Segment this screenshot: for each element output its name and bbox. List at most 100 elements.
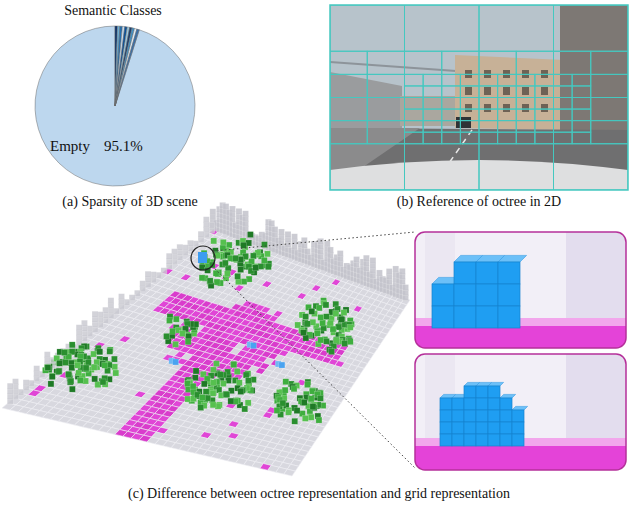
vegetation-voxel — [314, 330, 320, 336]
octree-cell — [554, 86, 573, 98]
octree-cell — [460, 74, 479, 86]
octree-cell — [498, 98, 517, 110]
octree-cell — [572, 74, 591, 86]
vegetation-voxel — [327, 320, 333, 326]
octree-cell — [460, 109, 479, 121]
window — [503, 104, 510, 112]
octree-cell — [479, 74, 498, 86]
octree-cell — [460, 98, 479, 110]
vegetation-voxel — [236, 380, 242, 386]
empty-voxel — [284, 469, 295, 476]
octree-cell — [572, 98, 591, 110]
vegetation-voxel — [265, 264, 271, 270]
vegetation-voxel — [231, 361, 237, 367]
vegetation-voxel — [333, 337, 339, 343]
vegetation-voxel — [170, 328, 176, 334]
vegetation-voxel — [173, 341, 179, 347]
vegetation-voxel — [291, 386, 297, 392]
building-voxel — [327, 247, 333, 253]
vegetation-voxel — [338, 316, 344, 322]
building-voxel — [269, 220, 275, 226]
octree-cell — [516, 98, 535, 110]
building-voxel — [285, 231, 291, 237]
building-voxel — [292, 234, 298, 240]
octree-cell — [330, 74, 367, 97]
octree-cell — [516, 132, 535, 144]
octree-cell — [554, 109, 573, 121]
octree-cell — [405, 86, 424, 98]
building-voxel — [337, 251, 343, 257]
vegetation-voxel — [217, 372, 223, 378]
octree-cell — [460, 86, 479, 98]
octree-cell — [554, 51, 591, 74]
octree-cell — [367, 74, 404, 97]
vegetation-voxel — [347, 324, 353, 330]
vegetation-voxel — [261, 257, 267, 263]
building-voxel — [119, 294, 125, 300]
octree-cell — [498, 132, 517, 144]
vegetation-voxel — [341, 310, 347, 316]
building-voxel — [198, 231, 204, 237]
octree-cell — [330, 51, 367, 74]
vegetation-voxel — [245, 378, 251, 384]
vegetation-voxel — [235, 273, 241, 279]
building-voxel — [399, 268, 405, 274]
vegetation-voxel — [323, 338, 329, 344]
vegetation-voxel — [207, 278, 213, 284]
vegetation-voxel — [243, 372, 249, 378]
vegetation-voxel — [261, 242, 267, 248]
octree-cell — [423, 74, 442, 86]
vegetation-voxel — [250, 253, 256, 259]
octree-cell — [423, 132, 442, 144]
building-voxel — [108, 298, 114, 304]
octree-cell — [423, 86, 442, 98]
octree-cell — [479, 51, 516, 74]
octree-cell — [535, 109, 554, 121]
octree-cell — [479, 121, 498, 133]
octree-cell — [442, 98, 461, 110]
vegetation-voxel — [317, 395, 323, 401]
octree-cell — [479, 109, 498, 121]
vegetation-voxel — [304, 382, 310, 388]
octree-cell — [591, 121, 628, 144]
vegetation-voxel — [185, 339, 191, 345]
octree-cell — [554, 121, 573, 133]
pie-chart — [35, 26, 195, 186]
vegetation-voxel — [318, 314, 324, 320]
car — [456, 117, 471, 128]
octree-cell — [572, 121, 591, 133]
octree-cell — [405, 132, 424, 144]
vegetation-voxel — [238, 267, 244, 273]
vegetation-voxel — [333, 311, 339, 317]
vegetation-voxel — [329, 349, 335, 355]
vegetation-voxel — [253, 265, 259, 271]
building-voxel — [140, 281, 146, 287]
vegetation-voxel — [323, 314, 329, 320]
vegetation-voxel — [295, 322, 301, 328]
octree-cell — [423, 109, 442, 121]
octree-cell — [498, 74, 517, 86]
octree-cell — [405, 109, 424, 121]
vegetation-voxel — [282, 387, 288, 393]
vegetation-voxel — [234, 369, 240, 375]
octree-cell — [405, 51, 442, 74]
building-voxel — [370, 258, 376, 264]
building-voxel — [166, 253, 172, 259]
building-voxel — [243, 211, 249, 217]
window — [541, 87, 548, 95]
octree-cell — [367, 121, 404, 144]
vegetation-voxel — [173, 316, 179, 322]
building-voxel — [386, 269, 392, 275]
vegetation-voxel — [333, 337, 339, 343]
octree-cell — [554, 98, 573, 110]
vegetation-voxel — [304, 321, 310, 327]
building-voxel — [354, 257, 360, 263]
building-voxel — [203, 217, 209, 223]
window — [541, 104, 548, 112]
building-voxel — [145, 271, 151, 277]
vegetation-voxel — [186, 333, 192, 339]
octree-cell — [516, 74, 535, 86]
vegetation-voxel — [231, 362, 237, 368]
building — [560, 5, 628, 136]
octree-cell — [554, 5, 629, 51]
